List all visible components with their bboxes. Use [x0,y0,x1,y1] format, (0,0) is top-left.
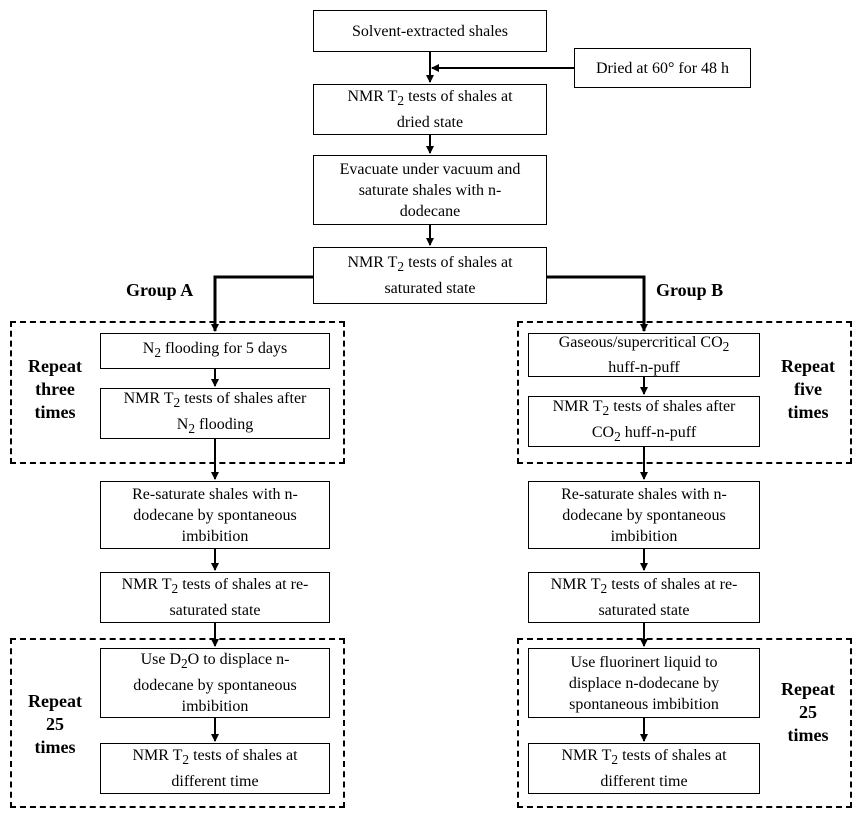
group-a-nmr-resaturated-state: NMR T2 tests of shales at re-saturated s… [100,572,330,623]
group-a-d2o-displace: Use D2O to displace n-dodecane by sponta… [100,648,330,718]
group-a-repeat-frame-2 [10,638,345,808]
step-dried-note: Dried at 60° for 48 h [574,48,751,88]
group-a-label: Group A [126,280,194,300]
group-a-resaturate: Re-saturate shales with n-dodecane by sp… [100,481,330,549]
group-b-nmr-resaturated-state: NMR T2 tests of shales at re-saturated s… [528,572,760,623]
group-b-repeat-frame-2 [517,638,852,808]
step-solvent-extracted: Solvent-extracted shales [313,10,547,52]
group-a-repeat-frame-1 [10,321,345,464]
group-b-repeat-frame-1 [517,321,852,464]
group-b-resaturate: Re-saturate shales with n-dodecane by sp… [528,481,760,549]
group-b-label: Group B [656,280,724,300]
group-a-n2-flooding: N2 flooding for 5 days [100,333,330,369]
